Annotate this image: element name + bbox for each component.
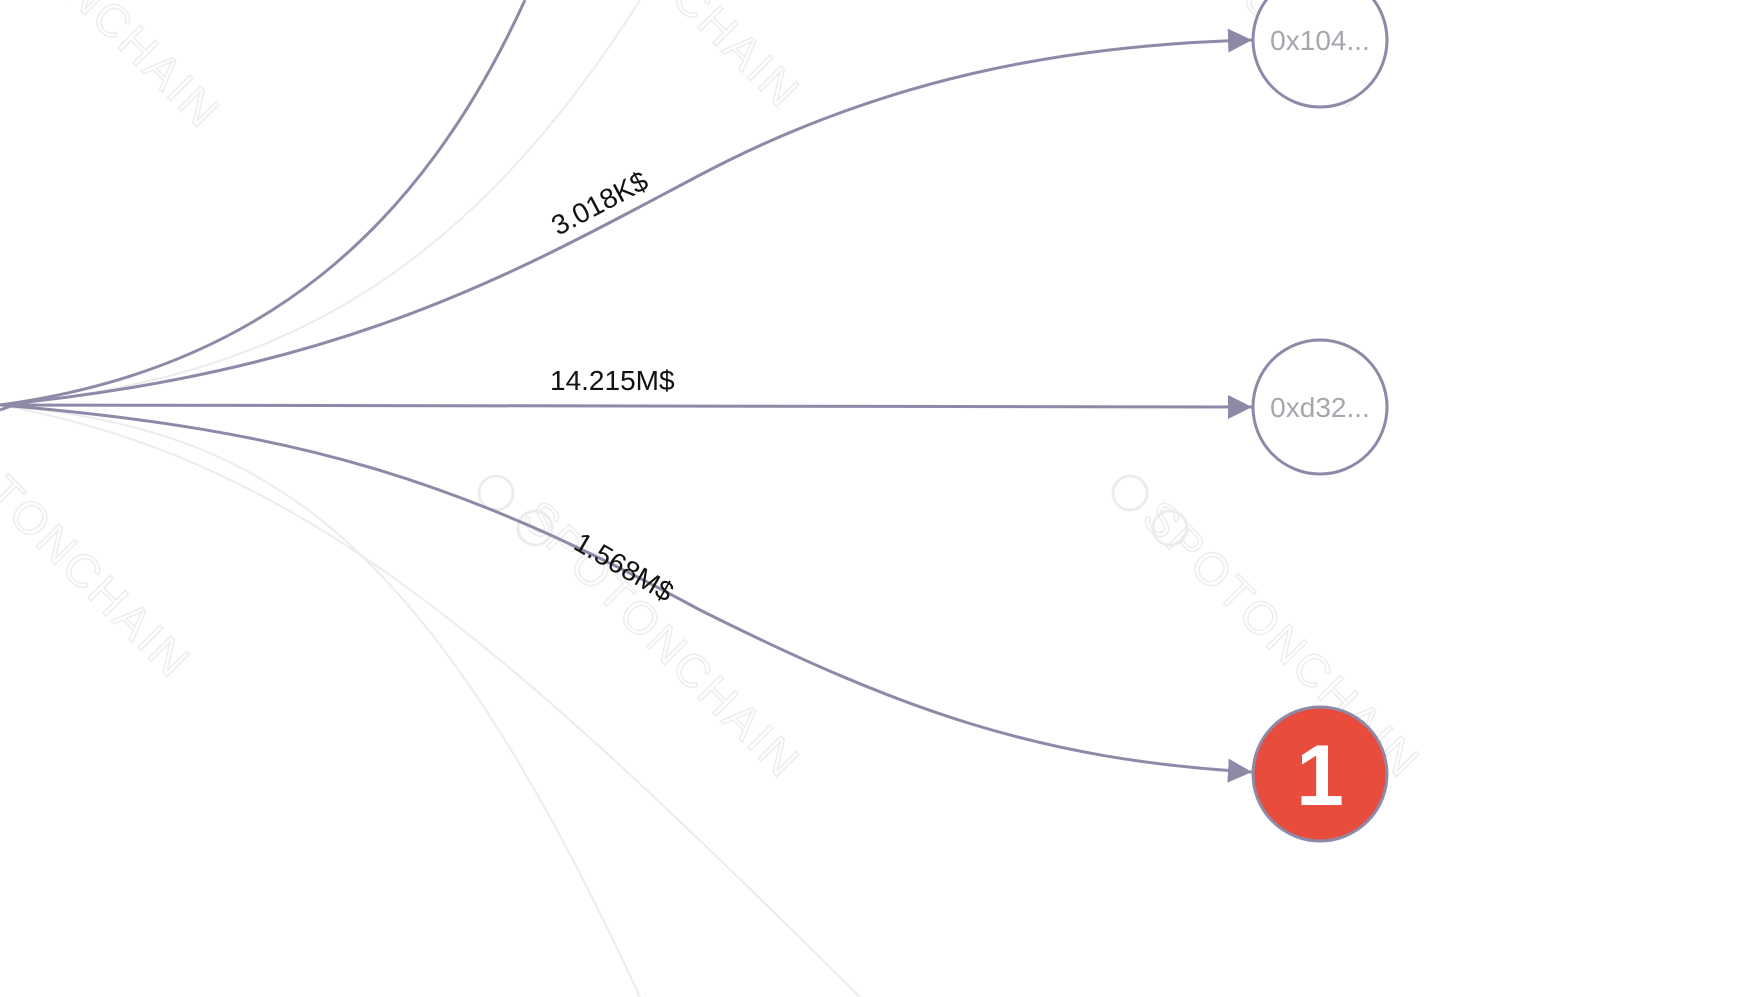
edge-to-0x104[interactable] (0, 28, 1253, 407)
edge-label-0x104: 3.018K$ (546, 165, 653, 242)
edge-stub-left (0, 403, 15, 412)
edge-to-badge[interactable] (0, 403, 1253, 783)
node-0xd32[interactable]: 0xd32... (1251, 338, 1389, 476)
edge-label-0xd32: 14.215M$ (550, 365, 675, 396)
edge-upper-offscreen[interactable] (0, 0, 527, 407)
faint-edges (0, 0, 861, 997)
node-badge-1[interactable]: 1 (1251, 705, 1389, 843)
watermark-layer: SPOTONCHAIN SPOTONCHAIN SPOTONCHAIN SPOT… (0, 0, 1432, 789)
watermark-text: SPOTONCHAIN (0, 390, 201, 688)
badge-number: 1 (1296, 728, 1344, 824)
edge-to-0xd32[interactable] (0, 394, 1253, 419)
watermark-text: SPOTONCHAIN (513, 0, 811, 118)
node-0x104[interactable]: 0x104... (1251, 0, 1389, 109)
node-label: 0xd32... (1270, 392, 1370, 423)
watermark-logo-icon (477, 474, 1189, 547)
watermark-text: SPOTONCHAIN (0, 0, 231, 138)
edges (0, 0, 1253, 783)
node-label: 0x104... (1270, 25, 1370, 56)
watermark-text: SPOTONCHAIN (513, 490, 811, 788)
